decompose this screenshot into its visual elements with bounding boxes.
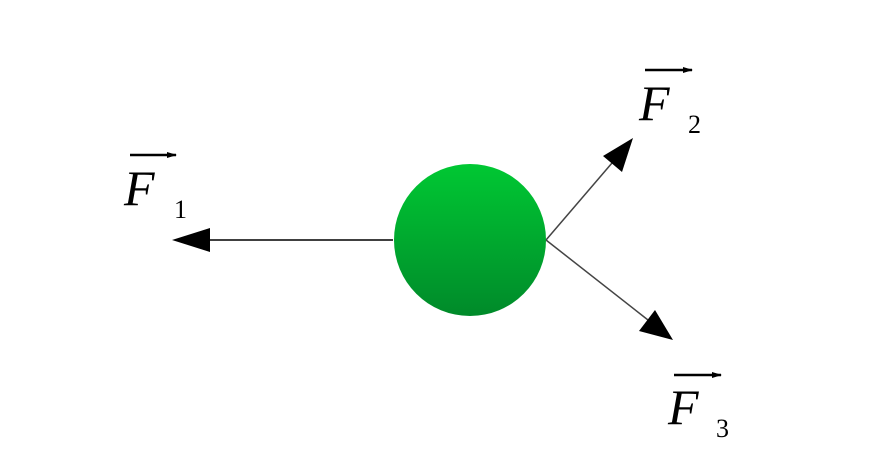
force-symbol: F [638,75,670,131]
body-ball [394,164,546,316]
force-label-2: F 2 [638,67,701,139]
force-subscript: 2 [688,110,701,139]
force-label-1: F 1 [123,152,187,224]
force-arrow-3 [545,239,673,340]
force-label-3: F 3 [667,372,729,443]
force-arrow-1 [172,228,393,252]
force-subscript: 1 [174,195,187,224]
force-subscript: 3 [716,414,729,443]
force-symbol: F [123,160,155,216]
force-symbol: F [667,379,699,435]
force-arrow-2 [545,138,633,241]
